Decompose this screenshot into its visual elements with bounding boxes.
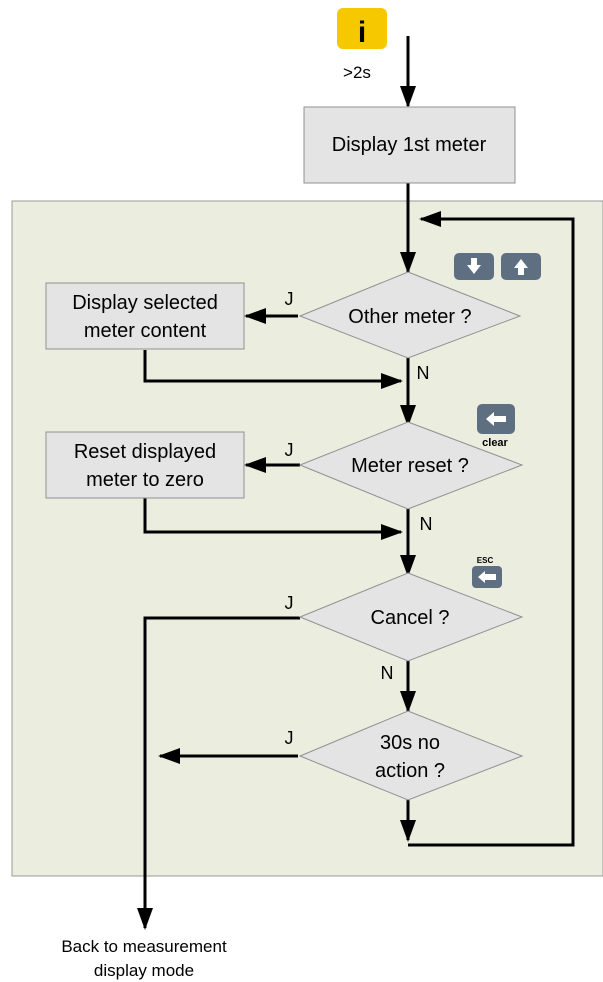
decision-cancel-text: Cancel ? bbox=[371, 607, 450, 629]
reset-meter-box bbox=[45, 431, 245, 499]
esc-key-label: ESC bbox=[477, 556, 494, 565]
branch-yes-label: J bbox=[285, 728, 294, 748]
decision-no-action-text-line2: action ? bbox=[375, 760, 445, 782]
info-icon: i bbox=[337, 8, 387, 49]
clear-key-icon bbox=[477, 404, 515, 434]
clear-key-label: clear bbox=[482, 437, 508, 449]
branch-no-label: N bbox=[381, 663, 394, 683]
reset-meter-text-line1: Reset displayed bbox=[74, 441, 216, 463]
branch-no-label: N bbox=[417, 363, 430, 383]
arrow-down-icon bbox=[454, 253, 494, 280]
branch-yes-label: J bbox=[285, 289, 294, 309]
display-first-meter-box bbox=[303, 106, 516, 184]
arrow-cancel-yes-exit bbox=[137, 616, 300, 930]
reset-meter-text-line2: meter to zero bbox=[86, 469, 204, 491]
display-selected-text-line2: meter content bbox=[84, 320, 207, 342]
loop-back-line bbox=[408, 211, 575, 847]
branch-yes-label: J bbox=[285, 593, 294, 613]
decision-cancel bbox=[298, 572, 524, 662]
branch-no-label: N bbox=[420, 514, 433, 534]
decision-meter-reset bbox=[298, 421, 524, 510]
esc-key-icon bbox=[472, 566, 502, 588]
connectors bbox=[137, 36, 575, 930]
hold-duration-label: >2s bbox=[343, 63, 371, 82]
display-first-meter-text: Display 1st meter bbox=[332, 134, 487, 156]
decision-no-action-text-line1: 30s no bbox=[380, 732, 440, 754]
svg-text:i: i bbox=[358, 16, 366, 49]
display-selected-box bbox=[45, 282, 245, 350]
return-from-reset bbox=[143, 498, 403, 540]
display-selected-text-line1: Display selected bbox=[72, 292, 218, 314]
decision-no-action bbox=[298, 710, 524, 801]
decision-meter-reset-text: Meter reset ? bbox=[351, 455, 469, 477]
return-from-display-selected bbox=[143, 350, 403, 389]
decision-other-meter bbox=[298, 271, 522, 359]
exit-label-line2: display mode bbox=[94, 961, 194, 980]
exit-label-line1: Back to measurement bbox=[61, 937, 227, 956]
decision-other-meter-text: Other meter ? bbox=[348, 306, 471, 328]
arrow-up-icon bbox=[501, 253, 541, 280]
branch-yes-label: J bbox=[285, 440, 294, 460]
